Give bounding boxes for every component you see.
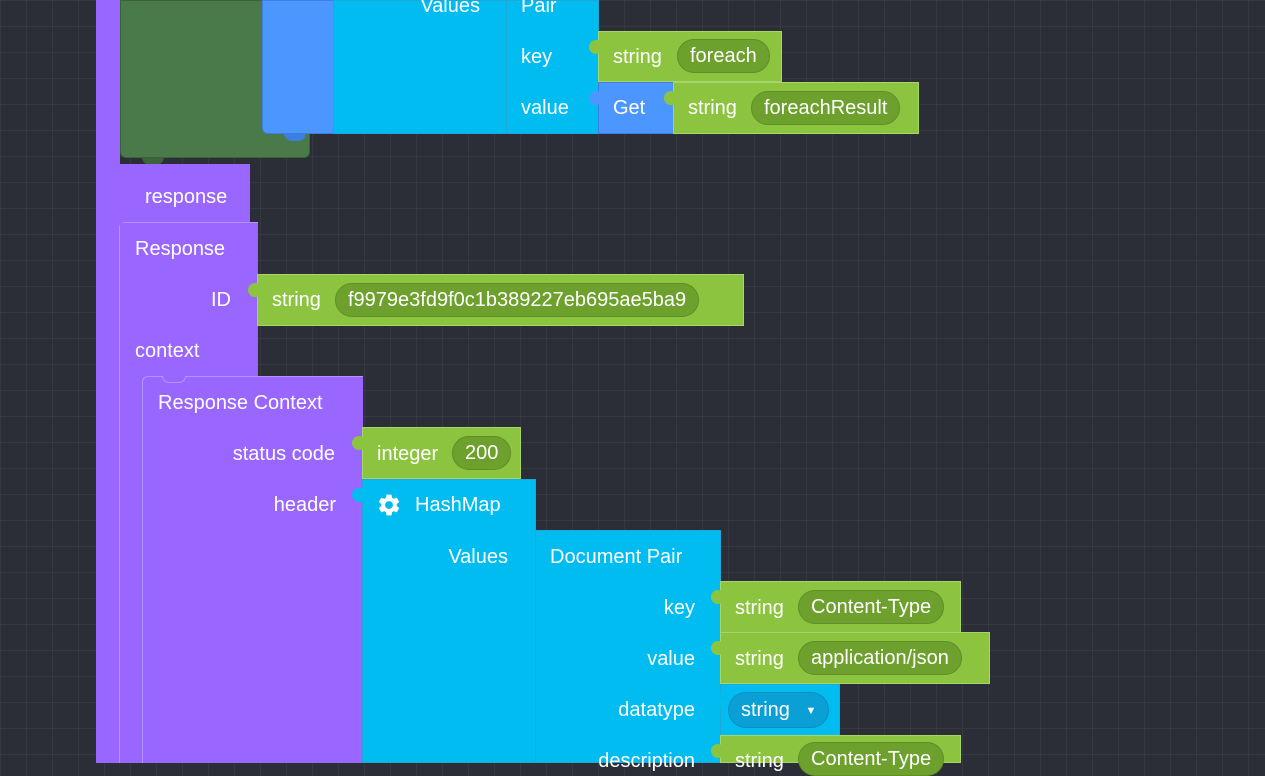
value-label: value	[647, 648, 695, 670]
string-value-field[interactable]: foreach	[677, 39, 770, 73]
hashmap-block[interactable]	[362, 479, 536, 763]
input-connector	[711, 693, 725, 707]
response-block-title: Response	[135, 238, 226, 260]
statement-notch	[142, 157, 164, 165]
document-pair-block[interactable]	[535, 530, 721, 763]
status-value-field[interactable]: 200	[452, 436, 512, 470]
input-connector	[589, 91, 603, 105]
input-connector	[664, 91, 678, 105]
datatype-dropdown[interactable]: string ▼	[728, 692, 830, 728]
pair-title: Pair	[521, 0, 557, 17]
outer-procedure-block[interactable]	[96, 0, 120, 763]
response-field-label: response	[145, 186, 228, 208]
string-type-label: string	[735, 597, 784, 619]
integer-type-label: integer	[377, 443, 439, 465]
key-label: key	[663, 597, 695, 619]
string-type-label: string	[735, 750, 784, 772]
statement-notch	[284, 133, 306, 141]
input-connector	[589, 40, 603, 54]
description-label: description	[598, 750, 695, 772]
document-pair-title: Document Pair	[550, 546, 683, 568]
value-value-field[interactable]: application/json	[798, 641, 962, 675]
get-label: Get	[613, 97, 646, 119]
input-connector	[248, 283, 262, 297]
string-type-label: string	[688, 97, 737, 119]
datatype-value: string	[741, 699, 790, 721]
key-value-field[interactable]: Content-Type	[798, 590, 945, 624]
id-label: ID	[211, 289, 231, 311]
hashmap-block-top[interactable]	[333, 0, 509, 134]
context-notch	[162, 376, 186, 383]
value-label: value	[521, 97, 569, 119]
response-context-title: Response Context	[158, 392, 323, 414]
set-variable-block[interactable]	[262, 0, 334, 134]
string-type-label: string	[613, 46, 662, 68]
values-label: Values	[448, 546, 508, 568]
context-label: context	[135, 340, 200, 362]
input-connector	[711, 744, 725, 758]
string-type-label: string	[735, 648, 784, 670]
values-label: Values	[420, 0, 480, 17]
input-connector	[352, 436, 366, 450]
input-connector	[711, 590, 725, 604]
response-field-row	[96, 164, 250, 224]
input-connector	[352, 488, 366, 502]
input-connector	[711, 641, 725, 655]
status-code-label: status code	[232, 443, 335, 465]
id-value-field[interactable]: f9979e3fd9f0c1b389227eb695ae5ba9	[335, 283, 700, 317]
key-label: key	[521, 46, 553, 68]
string-value-field[interactable]: foreachResult	[751, 91, 901, 125]
string-type-label: string	[272, 289, 321, 311]
response-context-block[interactable]	[142, 376, 363, 763]
dropdown-arrow-icon: ▼	[805, 705, 817, 717]
datatype-label: datatype	[618, 699, 695, 721]
header-label: header	[273, 494, 336, 516]
description-value-field[interactable]: Content-Type	[798, 742, 945, 776]
hashmap-title: HashMap	[415, 494, 501, 516]
gear-icon[interactable]	[376, 492, 402, 518]
get-variable-block[interactable]	[598, 82, 674, 134]
pair-block-top[interactable]	[506, 0, 599, 134]
